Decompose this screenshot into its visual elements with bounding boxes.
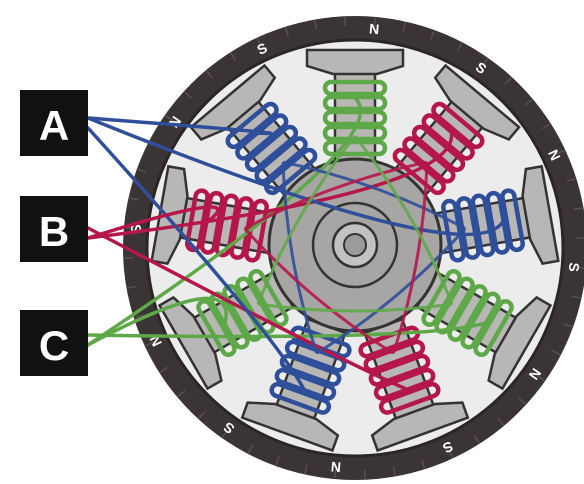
magnet-pole-letter: S <box>566 262 583 273</box>
phase-label-c: C <box>20 310 88 376</box>
phase-label-b-text: B <box>39 208 69 255</box>
phase-label-c-text: C <box>39 322 69 369</box>
pole-cap <box>307 50 403 74</box>
magnet-pole-letter: N <box>368 20 379 37</box>
phase-label-a: A <box>20 90 88 156</box>
phase-label-a-text: A <box>39 102 69 149</box>
shaft-hole <box>344 234 366 256</box>
pole-stem <box>335 73 375 165</box>
rotor <box>269 159 441 331</box>
phase-label-b: B <box>20 196 88 262</box>
magnet-pole-letter: N <box>330 459 341 476</box>
